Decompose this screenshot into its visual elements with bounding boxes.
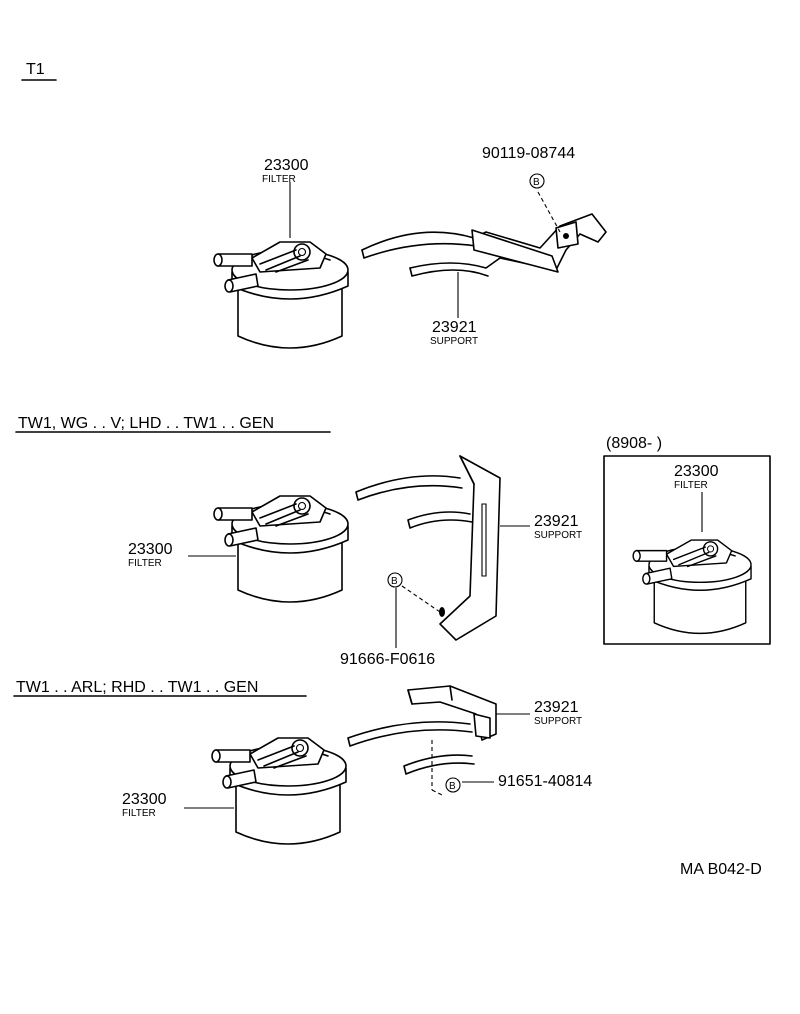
t1-bolt-number: 90119-08744 (482, 145, 575, 162)
callout-b-t1-label: B (533, 177, 540, 188)
filter-rhd (211, 737, 347, 845)
lhd-filter-name: FILTER (128, 558, 162, 569)
callout-b-lhd-label: B (391, 576, 398, 587)
lhd-support-name: SUPPORT (534, 530, 582, 541)
section-rhd-title: TW1 . . ARL; RHD . . TW1 . . GEN (16, 679, 258, 696)
alt-filter-number: 23300 (674, 463, 719, 480)
rhd-support-name: SUPPORT (534, 716, 582, 727)
support-t1 (361, 213, 607, 277)
rhd-bolt-number: 91651-40814 (498, 773, 592, 790)
t1-support-number: 23921 (432, 319, 477, 336)
section-t1-title: T1 (26, 61, 45, 78)
alt-filter-name: FILTER (674, 480, 708, 491)
lhd-bolt-number: 91666-F0616 (340, 651, 435, 668)
filter-t1 (213, 241, 349, 349)
callout-b-t1: B (529, 173, 545, 189)
lhd-support-number: 23921 (534, 513, 579, 530)
rhd-filter-name: FILTER (122, 808, 156, 819)
section-lhd-title: TW1, WG . . V; LHD . . TW1 . . GEN (18, 415, 274, 432)
t1-support-name: SUPPORT (430, 336, 478, 347)
rhd-support-number: 23921 (534, 699, 579, 716)
support-rhd (347, 685, 497, 775)
callout-b-rhd: B (445, 777, 461, 793)
t1-filter-number: 23300 (264, 157, 309, 174)
rhd-filter-number: 23300 (122, 791, 167, 808)
filter-alt (632, 539, 752, 635)
callout-b-rhd-label: B (449, 781, 456, 792)
filter-lhd (213, 495, 349, 603)
diagram-code: MA B042-D (680, 861, 762, 878)
date-range-label: (8908- ) (606, 435, 662, 452)
callout-b-lhd: B (387, 572, 403, 588)
support-lhd (355, 455, 501, 641)
lhd-filter-number: 23300 (128, 541, 173, 558)
t1-filter-name: FILTER (262, 174, 296, 185)
